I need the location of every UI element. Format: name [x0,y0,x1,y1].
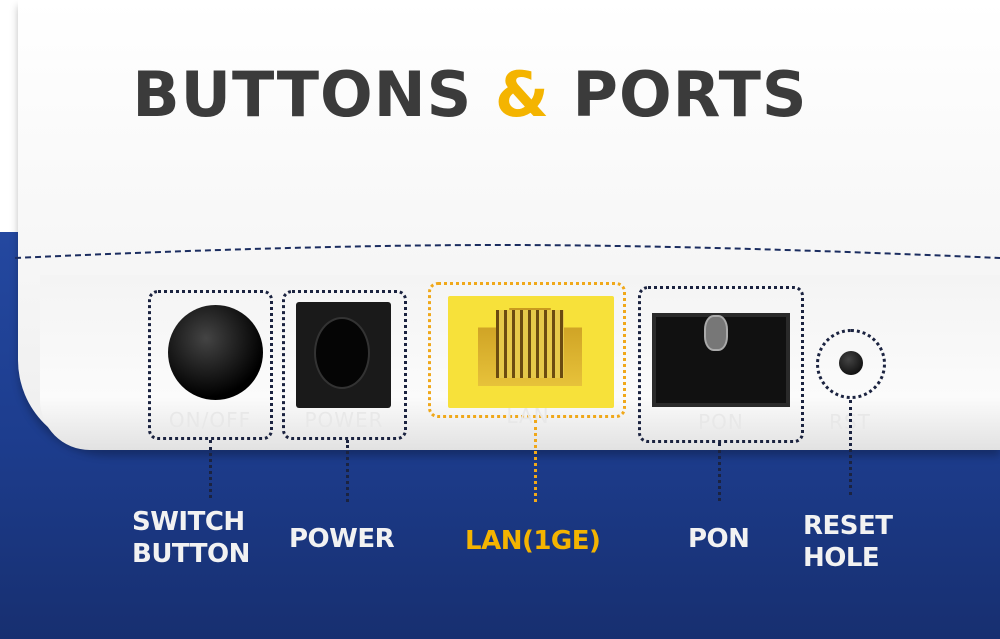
lan-port-highlight [428,282,626,418]
power-label: POWER [289,524,395,554]
pon-ferrule [704,315,728,351]
edge-dashed-line [14,243,1000,259]
power-port-highlight [282,290,407,440]
title-part-2: PORTS [572,58,808,131]
power-print: POWER [304,408,384,432]
switch-leader-line [209,440,212,498]
pon-leader-line [718,443,721,501]
reset-hole[interactable] [839,351,863,375]
switch-print: ON/OFF [168,408,252,432]
reset-hole-label: RESET HOLE [803,511,893,573]
switch-button-label: SWITCH BUTTON [132,507,250,569]
lan-print: LAN [506,404,550,428]
title-part-1: BUTTONS [132,58,473,131]
power-jack[interactable] [296,302,391,408]
pon-port[interactable] [652,313,790,407]
pon-port-highlight [638,286,804,443]
lan-jack-pins [496,310,564,378]
lan-leader-line [534,420,537,502]
power-leader-line [346,440,349,502]
reset-leader-line [849,400,852,495]
page-title: BUTTONS & PORTS [0,58,940,131]
reset-hole-highlight [816,329,886,399]
lan-jack[interactable] [448,296,614,408]
lan-label: LAN(1GE) [465,526,601,556]
pon-label: PON [688,524,750,554]
title-ampersand: & [494,58,550,131]
power-jack-socket [314,317,370,389]
pon-print: PON [698,410,744,434]
switch-button-highlight [148,290,273,440]
power-switch-knob[interactable] [168,305,263,400]
